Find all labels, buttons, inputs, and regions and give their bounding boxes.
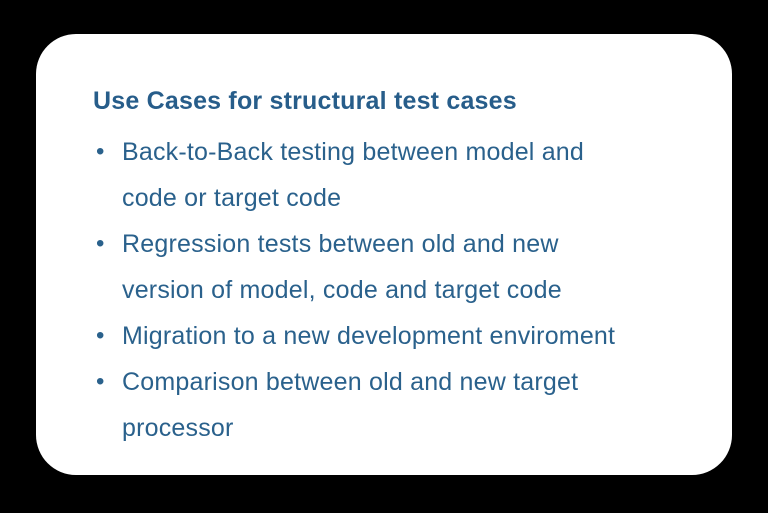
bullet-text: Comparison between old and new target pr… [122,359,682,451]
bullet-line: code or target code [122,184,342,212]
bullet-text: Regression tests between old and new ver… [122,221,682,313]
bullet-line: Migration to a new development enviromen… [122,322,616,350]
list-item: • Migration to a new development envirom… [93,313,682,359]
bullet-text: Migration to a new development enviromen… [122,313,682,359]
bullet-text: Back-to-Back testing between model and c… [122,129,682,221]
bullet-line: Back-to-Back testing between model and [122,138,585,166]
bullet-icon: • [96,230,105,257]
bullet-icon: • [96,368,105,395]
bullet-line: Regression tests between old and new [122,230,559,258]
card-title: Use Cases for structural test cases [93,87,517,115]
list-item: • Back-to-Back testing between model and… [93,129,682,221]
bullet-line: Comparison between old and new target [122,368,579,396]
content-card: Use Cases for structural test cases • Ba… [36,34,732,475]
bullet-line: processor [122,414,234,442]
bullet-icon: • [96,138,105,165]
bullet-line: version of model, code and target code [122,276,562,304]
use-case-list: • Back-to-Back testing between model and… [93,129,682,451]
list-item: • Comparison between old and new target … [93,359,682,451]
bullet-icon: • [96,322,105,349]
list-item: • Regression tests between old and new v… [93,221,682,313]
